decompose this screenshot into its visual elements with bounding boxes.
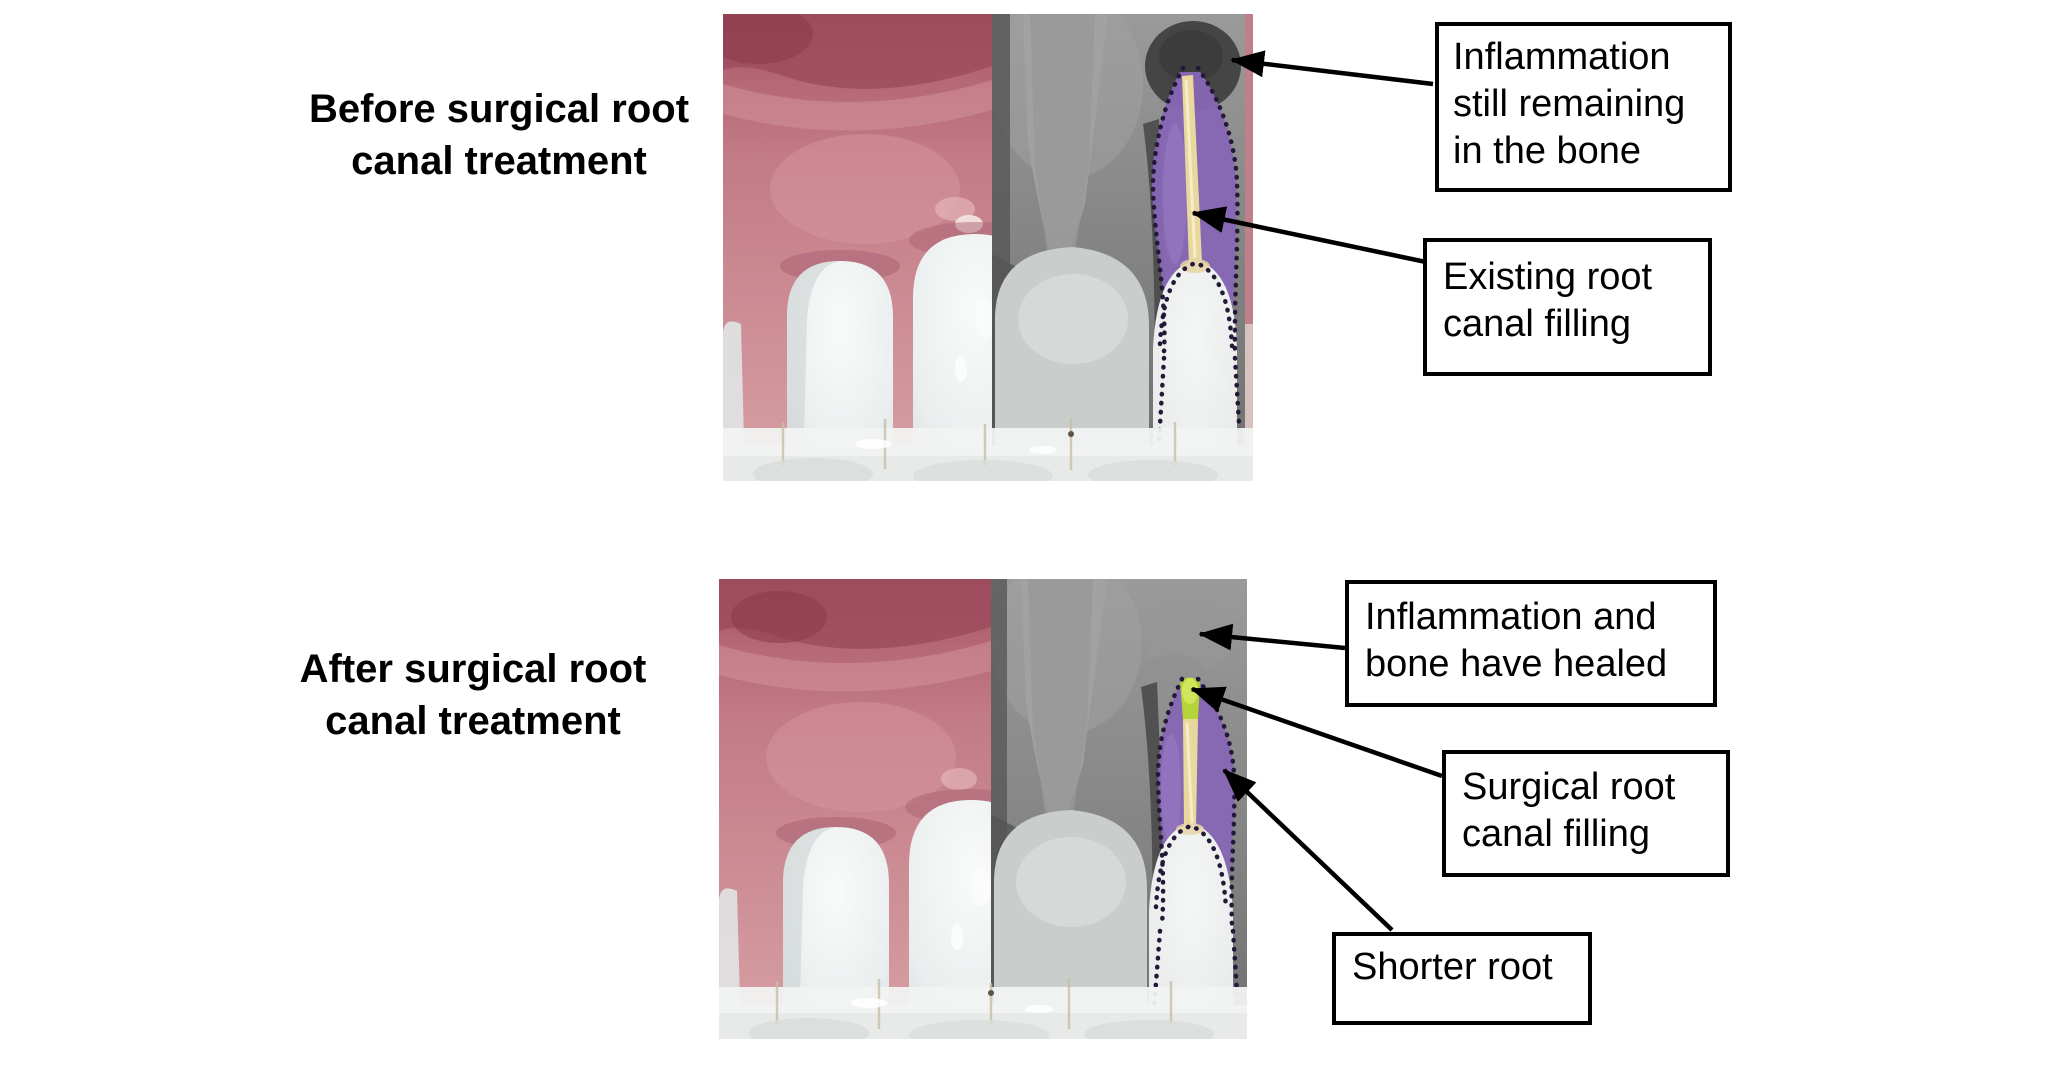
label-line: still remaining <box>1453 83 1686 125</box>
root-outline-dots <box>1155 676 1185 927</box>
label-line: Existing root <box>1443 256 1653 298</box>
caption-before-treatment: Before surgical root canal treatment <box>239 83 759 187</box>
crown-outline-dots <box>1153 823 1229 912</box>
label-line: in the bone <box>1453 130 1642 172</box>
label-surgical-root-canal-filling: Surgical root canal filling <box>1442 750 1730 877</box>
label-existing-root-canal-filling: Existing root canal filling <box>1423 238 1712 376</box>
xray-panel <box>991 579 1247 1039</box>
label-line: Inflammation <box>1453 36 1671 78</box>
xray-root-central <box>1028 579 1093 813</box>
figure-after-photo-xray <box>719 579 1247 1039</box>
root-outline-dots <box>1195 65 1240 355</box>
tooth-lateral-incisor <box>783 827 889 1039</box>
arrow-shorter-root <box>1222 768 1394 932</box>
crown-outline-dots <box>1157 260 1235 349</box>
label-inflammation-remaining: Inflammation still remaining in the bone <box>1435 22 1732 192</box>
caption-line: After surgical root <box>299 647 647 691</box>
caption-line: Before surgical root <box>308 87 690 131</box>
incisal-edge-row <box>723 418 1253 481</box>
arrow-inflammation-remaining <box>1230 50 1434 87</box>
label-inflammation-healed: Inflammation and bone have healed <box>1345 580 1717 707</box>
label-line: Surgical root <box>1462 766 1676 808</box>
label-line: canal filling <box>1462 813 1650 855</box>
tooth-central-incisor <box>909 800 991 1039</box>
healed-bone-area <box>1144 594 1234 674</box>
caption-after-treatment: After surgical root canal treatment <box>213 643 733 747</box>
clinical-photo-panel <box>719 579 991 1039</box>
caption-line: canal treatment <box>351 139 647 183</box>
tooth-central-incisor <box>913 234 992 481</box>
caption-line: canal treatment <box>325 699 621 743</box>
label-line: canal filling <box>1443 303 1631 345</box>
xray-root-central <box>1030 14 1095 250</box>
incisal-edge-row <box>719 978 1247 1039</box>
tooth-lateral-incisor <box>787 261 893 481</box>
figure-before-photo-xray <box>723 14 1253 481</box>
label-shorter-root: Shorter root <box>1332 932 1592 1025</box>
root-outline-dots <box>1150 65 1186 355</box>
label-line: Shorter root <box>1352 946 1553 988</box>
label-line: bone have healed <box>1365 643 1668 685</box>
label-line: Inflammation and <box>1365 596 1657 638</box>
xray-panel <box>992 14 1245 481</box>
clinical-photo-panel <box>723 14 992 481</box>
